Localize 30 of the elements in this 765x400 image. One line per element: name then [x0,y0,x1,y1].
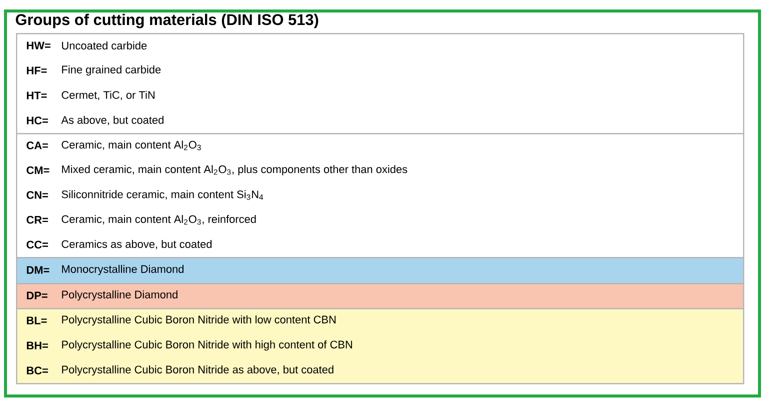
description: Ceramics as above, but coated [62,240,212,250]
code-label: HT= [26,92,47,100]
frame [4,10,761,398]
code-label: BL= [26,316,47,324]
code-label: DP= [26,292,48,300]
description: Polycrystalline Cubic Boron Nitride with high content of CBN [62,340,352,351]
description: Polycrystalline Cubic Boron Nitride with low content CBN [62,315,336,326]
code-label: CR= [26,216,48,224]
code-label: CN= [26,191,48,199]
description: Ceramic, main content Al$_{2}$O$_{3}$, reinforced [62,214,256,225]
code-label: CM= [26,166,50,174]
description: Fine grained carbide [62,65,161,76]
code-label: BH= [26,342,48,350]
code-label: HF= [26,66,47,74]
description: Polycrystalline Diamond [62,290,178,301]
description: Uncoated carbide [62,41,147,50]
description: Cermet, TiC, or TiN [62,90,154,100]
description: As above, but coated [61,116,164,126]
code-label: CC= [26,240,48,248]
code-label: DM= [26,266,50,274]
code-label: HC= [26,116,48,124]
description: Ceramic, main content Al$_{2}$O$_{3}$ [62,140,201,150]
code-label: CA= [26,142,48,150]
description: Siliconnitride ceramic, main content Si$_{3}$N$_{4}$ [62,190,264,200]
description: Polycrystalline Cubic Boron Nitride as above, but coated [62,365,334,376]
description: Mixed ceramic, main content Al$_{2}$O$_{3}$, plus components other than oxides [62,165,408,176]
code-label: HW= [26,42,50,50]
title: Groups of cutting materials (DIN ISO 513) [16,14,318,28]
code-label: BC= [26,366,48,374]
description: Monocrystalline Diamond [62,264,184,276]
